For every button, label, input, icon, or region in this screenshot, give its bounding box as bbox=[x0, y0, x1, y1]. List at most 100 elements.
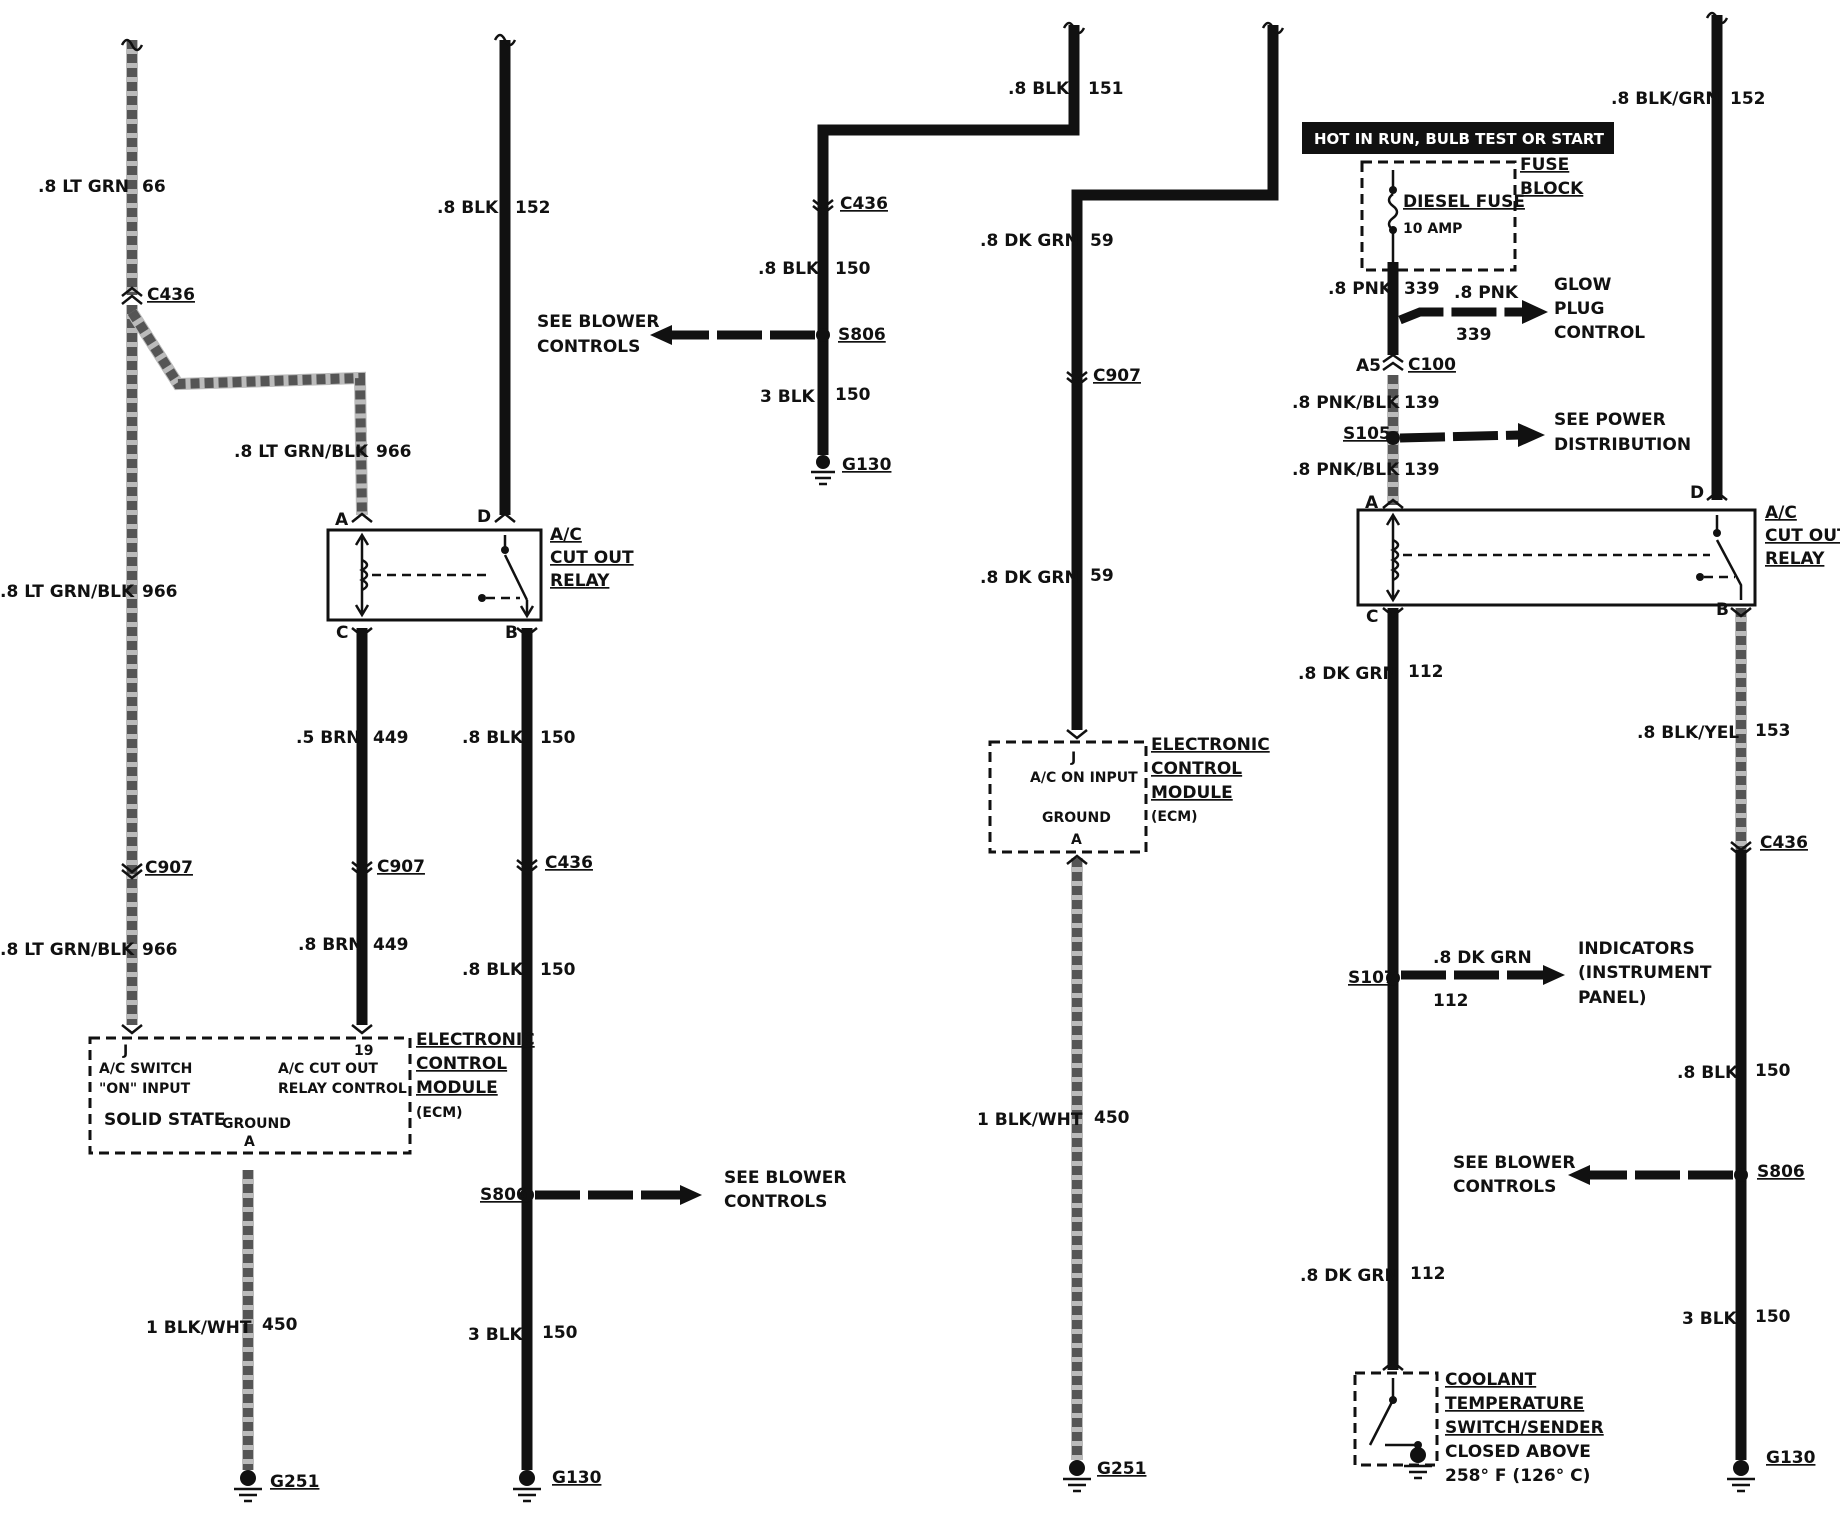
label-coolant-1: COOLANT bbox=[1445, 1370, 1537, 1390]
label-wire-449-num-1: 449 bbox=[373, 728, 409, 748]
label-wire-151-num: 151 bbox=[1088, 79, 1124, 99]
label-g130-mid: G130 bbox=[552, 1468, 602, 1488]
label-see-blower-mid-2: CONTROLS bbox=[724, 1192, 827, 1212]
label-relay-right-title-3: RELAY bbox=[1765, 549, 1825, 569]
label-wire-966-gauge-2: .8 LT GRN/BLK bbox=[0, 940, 135, 960]
label-relay-left-pin-c: C bbox=[336, 623, 348, 643]
ground-g251-right bbox=[1063, 1460, 1091, 1493]
label-relay-right-pin-d: D bbox=[1690, 483, 1704, 503]
label-relay-left-title-1: A/C bbox=[550, 525, 582, 545]
label-relay-right-title-2: CUT OUT bbox=[1765, 526, 1840, 546]
label-relay-right-pin-a: A bbox=[1365, 493, 1379, 513]
ground-g251-left bbox=[234, 1470, 262, 1503]
label-glow-3: CONTROL bbox=[1554, 323, 1645, 343]
label-wire-150-right-num-1: 150 bbox=[1755, 1061, 1791, 1081]
label-wire-152-right-num: 152 bbox=[1730, 89, 1766, 109]
label-relay-right-pin-b: B bbox=[1716, 600, 1729, 620]
label-coolant-4: CLOSED ABOVE bbox=[1445, 1442, 1591, 1462]
label-ecm-left-acswitch: A/C SWITCH bbox=[99, 1061, 192, 1077]
label-ecm-mid-acon: A/C ON INPUT bbox=[1030, 770, 1138, 786]
label-indicators-1: INDICATORS bbox=[1578, 939, 1695, 959]
label-wire-153-num: 153 bbox=[1755, 721, 1791, 741]
label-relay-left-pin-d: D bbox=[477, 507, 491, 527]
wire-966-branch bbox=[126, 308, 368, 516]
label-wire-150-top-num-2: 150 bbox=[835, 385, 871, 405]
label-wire-339-num-2: 339 bbox=[1456, 325, 1492, 345]
label-g130-top: G130 bbox=[842, 455, 892, 475]
wire-59 bbox=[1071, 25, 1279, 730]
label-indicators-gauge: .8 DK GRN bbox=[1433, 948, 1532, 968]
label-g251-left: G251 bbox=[270, 1472, 319, 1492]
text-labels: .8 LT GRN 66 C436 .8 LT GRN/BLK 966 .8 L… bbox=[0, 79, 1840, 1492]
label-see-blower-right-2: CONTROLS bbox=[1453, 1177, 1556, 1197]
ground-g130-right bbox=[1727, 1460, 1755, 1493]
relay-left bbox=[326, 528, 543, 622]
ground-g130-mid bbox=[513, 1470, 541, 1503]
label-wire-150-right-gauge-2: 3 BLK bbox=[1682, 1309, 1738, 1329]
label-s806-top: S806 bbox=[838, 325, 886, 345]
label-relay-left-pin-a: A bbox=[335, 510, 349, 530]
label-ecm-mid-title-3: MODULE bbox=[1151, 783, 1233, 803]
label-relay-right-title-1: A/C bbox=[1765, 503, 1797, 523]
label-ecm-left-on-input: "ON" INPUT bbox=[99, 1081, 191, 1097]
label-c907-right: C907 bbox=[1093, 366, 1141, 386]
label-c436-mid: C436 bbox=[545, 853, 593, 873]
label-wire-450-num-right: 450 bbox=[1094, 1108, 1130, 1128]
splice-s105 bbox=[1386, 431, 1400, 445]
label-wire-150-gauge-2: .8 BLK bbox=[462, 960, 524, 980]
ecm-box-mid bbox=[988, 740, 1148, 854]
label-ecm-mid-title-2: CONTROL bbox=[1151, 759, 1242, 779]
label-wire-152-num: 152 bbox=[515, 198, 551, 218]
fuse-block bbox=[1302, 122, 1614, 272]
label-wire-150-right-gauge-1: .8 BLK bbox=[1677, 1063, 1739, 1083]
label-ecm-mid-ground: GROUND bbox=[1042, 810, 1111, 826]
label-wire-450-num-left: 450 bbox=[262, 1315, 298, 1335]
label-see-power-1: SEE POWER bbox=[1554, 410, 1666, 430]
label-ecm-left-title-4: (ECM) bbox=[416, 1105, 463, 1121]
label-indicators-3: PANEL) bbox=[1578, 988, 1647, 1008]
relay-right bbox=[1356, 508, 1757, 607]
label-c907-mid: C907 bbox=[377, 857, 425, 877]
label-relay-left-title-3: RELAY bbox=[550, 571, 610, 591]
label-ecm-left-pin-j: J bbox=[122, 1043, 128, 1059]
label-wire-449-num-2: 449 bbox=[373, 935, 409, 955]
label-wire-152-right-gauge: .8 BLK/GRN bbox=[1611, 89, 1720, 109]
label-wire-150-top-gauge-2: 3 BLK bbox=[760, 387, 816, 407]
ground-coolant bbox=[1404, 1447, 1432, 1480]
label-wire-59-num-1: 59 bbox=[1090, 231, 1114, 251]
label-c907-left: C907 bbox=[145, 858, 193, 878]
wire-151 bbox=[817, 25, 1080, 455]
arrows bbox=[535, 300, 1733, 1205]
label-wire-450-gauge-right: 1 BLK/WHT bbox=[977, 1110, 1083, 1130]
label-wire-59-gauge-2: .8 DK GRN bbox=[980, 568, 1079, 588]
label-wire-339-gauge-1: .8 PNK bbox=[1328, 279, 1393, 299]
label-wire-339-gauge-2: .8 PNK bbox=[1454, 283, 1519, 303]
label-wire-66-num: 66 bbox=[142, 177, 166, 197]
label-c436-top: C436 bbox=[840, 194, 888, 214]
label-see-blower-mid-1: SEE BLOWER bbox=[724, 1168, 846, 1188]
label-g130-right: G130 bbox=[1766, 1448, 1816, 1468]
label-fuse-block-2: BLOCK bbox=[1520, 179, 1584, 199]
label-indicators-num: 112 bbox=[1433, 991, 1469, 1011]
label-wire-150-gauge-3: 3 BLK bbox=[468, 1325, 524, 1345]
label-relay-left-pin-b: B bbox=[505, 623, 518, 643]
label-wire-339-num-1: 339 bbox=[1404, 279, 1440, 299]
label-wire-966-num-1: 966 bbox=[142, 582, 178, 602]
label-ecm-left-title-1: ELECTRONIC bbox=[416, 1030, 535, 1050]
label-wire-150-num-1: 150 bbox=[540, 728, 576, 748]
arrow-glow bbox=[1398, 307, 1525, 325]
label-wire-139-gauge-1: .8 PNK/BLK bbox=[1292, 393, 1400, 413]
label-wire-966-branch-gauge: .8 LT GRN/BLK bbox=[234, 442, 369, 462]
label-c436-right: C436 bbox=[1760, 833, 1808, 853]
grounds bbox=[234, 455, 1755, 1503]
label-see-blower-top-2: CONTROLS bbox=[537, 337, 640, 357]
label-wire-449-gauge-1: .5 BRN bbox=[296, 728, 360, 748]
label-ecm-left-solid-state: SOLID STATE bbox=[104, 1110, 225, 1130]
label-wire-112-gauge-1: .8 DK GRN bbox=[1298, 664, 1397, 684]
label-wire-966-num-2: 966 bbox=[142, 940, 178, 960]
label-wire-66-gauge: .8 LT GRN bbox=[38, 177, 129, 197]
label-fuse-10amp: 10 AMP bbox=[1403, 221, 1462, 237]
label-pin-a5: A5 bbox=[1356, 356, 1381, 376]
label-ecm-mid-title-1: ELECTRONIC bbox=[1151, 735, 1270, 755]
